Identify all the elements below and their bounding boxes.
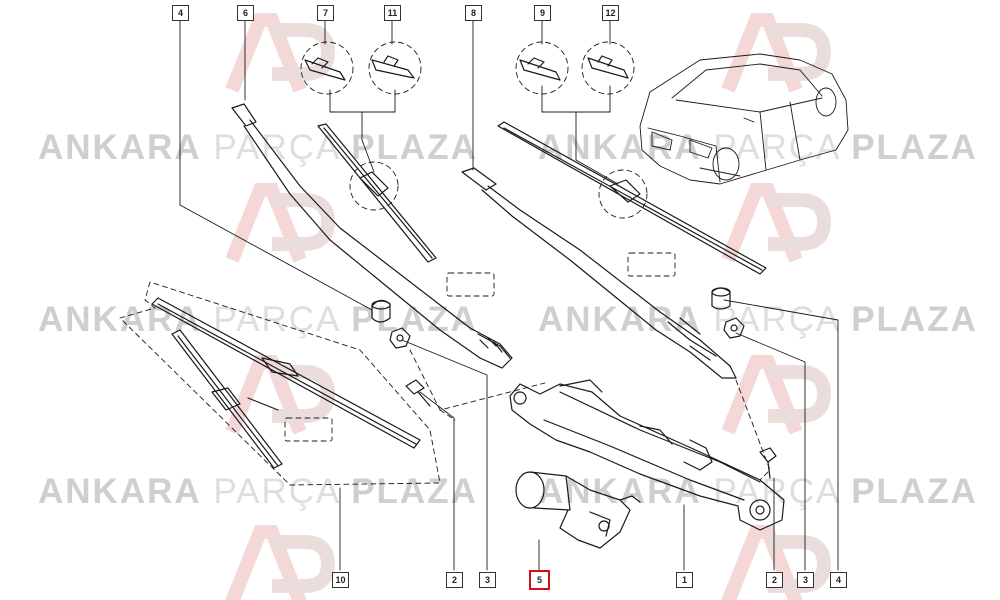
nut-right-icon xyxy=(723,317,745,339)
watermark-row-1: ANKARA PARÇA PLAZA xyxy=(38,128,478,167)
bolt-right-icon xyxy=(759,447,777,479)
callout-11: 11 xyxy=(384,5,401,21)
right-wiper-blade xyxy=(497,121,767,275)
arm-cap-left-icon xyxy=(371,299,391,323)
clip-detail-9 xyxy=(519,57,561,81)
watermark-row-6: ANKARA PARÇA PLAZA xyxy=(538,472,978,511)
callout-10: 10 xyxy=(332,572,349,588)
clip-detail-12 xyxy=(587,55,629,79)
watermark-logo-icon xyxy=(232,20,824,600)
arm-cap-right-icon xyxy=(711,287,731,310)
callout-4-bottom: 4 xyxy=(830,572,847,588)
callout-2-left: 2 xyxy=(446,572,463,588)
callout-4-top: 4 xyxy=(172,5,189,21)
bolt-left-icon xyxy=(405,379,431,407)
callout-5-highlighted: 5 xyxy=(529,570,550,590)
callout-6: 6 xyxy=(237,5,254,21)
callout-12: 12 xyxy=(602,5,619,21)
blade-set xyxy=(151,297,421,469)
left-wiper-blade xyxy=(317,123,437,263)
car-illustration xyxy=(639,53,849,185)
callout-7: 7 xyxy=(317,5,334,21)
wiper-motor xyxy=(515,471,641,549)
callout-3-right: 3 xyxy=(797,572,814,588)
callout-9: 9 xyxy=(534,5,551,21)
wiper-linkage xyxy=(509,379,785,531)
watermark-row-5: ANKARA PARÇA PLAZA xyxy=(38,472,478,511)
callout-8: 8 xyxy=(465,5,482,21)
nut-left-icon xyxy=(389,327,411,349)
dashed-group-outlines xyxy=(119,41,771,486)
clip-detail-7 xyxy=(304,57,346,81)
watermark-row-4: ANKARA PARÇA PLAZA xyxy=(538,300,978,339)
left-wiper-arm xyxy=(231,103,513,369)
callout-1: 1 xyxy=(676,572,693,588)
callout-3-left: 3 xyxy=(479,572,496,588)
clip-detail-11 xyxy=(371,55,415,79)
callout-2-right: 2 xyxy=(766,572,783,588)
right-wiper-arm xyxy=(461,167,737,379)
leader-lines xyxy=(179,19,839,571)
